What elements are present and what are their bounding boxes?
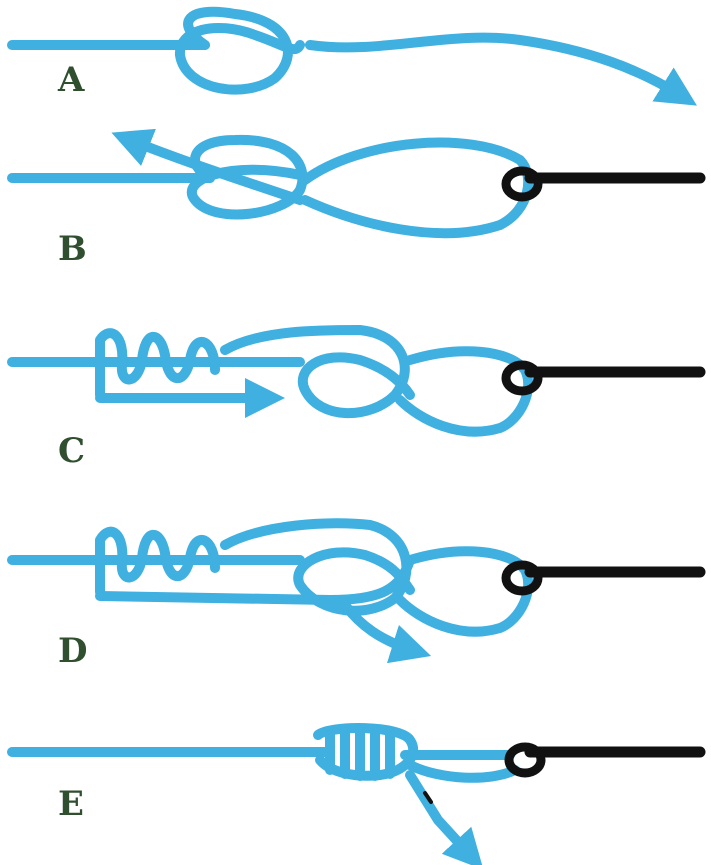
step-e: E <box>7 723 706 865</box>
knot-b <box>7 128 534 239</box>
leader-c <box>501 360 706 396</box>
step-a: A <box>7 6 697 106</box>
step-d: D <box>7 518 706 671</box>
step-label-e: E <box>58 784 84 824</box>
knot-c <box>7 325 534 437</box>
knot-d <box>7 518 534 664</box>
step-c: C <box>7 325 706 471</box>
knot-e <box>7 723 520 865</box>
step-label-d: D <box>58 631 87 671</box>
knot-a <box>7 6 697 106</box>
step-label-c: C <box>58 431 85 471</box>
leader-d <box>501 560 706 596</box>
leader-e <box>423 742 706 804</box>
step-label-b: B <box>58 229 87 269</box>
step-b: B <box>7 128 706 269</box>
step-label-a: A <box>57 60 85 100</box>
leader-b <box>501 166 706 202</box>
